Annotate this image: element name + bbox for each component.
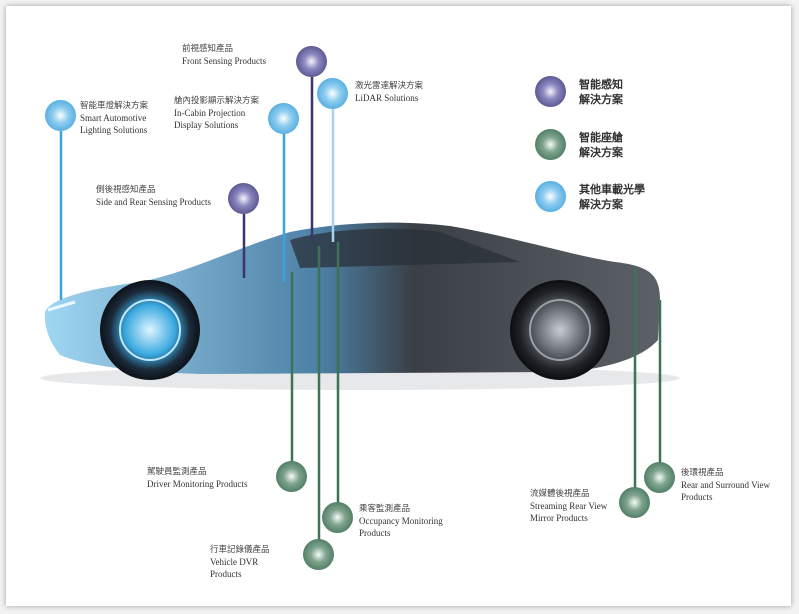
legend-other-optics: 其他車載光學 解決方案 <box>579 182 645 212</box>
label-en-2: Products <box>359 528 391 538</box>
label-en: Occupancy Monitoring <box>359 516 443 526</box>
streaming-node[interactable] <box>619 487 650 518</box>
legend-text: 智能座艙 <box>579 131 623 144</box>
rear-surround-node[interactable] <box>644 462 675 493</box>
legend-swatch-perception <box>535 76 566 107</box>
label-zh: 駕駛員監測產品 <box>147 467 207 477</box>
dvr-node[interactable] <box>303 539 334 570</box>
in-cabin-label: 艙內投影顯示解決方案 In-Cabin Projection Display S… <box>174 95 259 131</box>
legend-text: 解決方案 <box>579 93 623 106</box>
legend-cockpit: 智能座艙 解決方案 <box>579 130 623 160</box>
label-zh: 智能車燈解決方案 <box>80 101 149 111</box>
label-en: Side and Rear Sensing Products <box>96 197 211 207</box>
label-en-2: Display Solutions <box>174 120 239 130</box>
driver-monitoring-label: 駕駛員監測產品 Driver Monitoring Products <box>147 466 248 490</box>
car-window <box>290 228 520 268</box>
label-en: In-Cabin Projection <box>174 108 246 118</box>
side-rear-label: 側後視感知產品 Side and Rear Sensing Products <box>96 184 211 208</box>
label-en-2: Mirror Products <box>530 513 588 523</box>
legend-text: 解決方案 <box>579 198 623 211</box>
smart-lighting-label: 智能車燈解決方案 Smart Automotive Lighting Solut… <box>80 100 148 136</box>
label-en-2: Lighting Solutions <box>80 125 148 135</box>
label-en-2: Products <box>681 492 713 502</box>
front-sensing-node[interactable] <box>296 46 327 77</box>
label-zh: 後環視產品 <box>681 468 724 478</box>
label-zh: 艙內投影顯示解決方案 <box>174 96 260 106</box>
label-zh: 前視感知產品 <box>182 44 234 54</box>
label-zh: 乘客監測產品 <box>359 504 411 514</box>
occupancy-node[interactable] <box>322 502 353 533</box>
legend-swatch-other-optics <box>535 181 566 212</box>
rear-surround-label: 後環視產品 Rear and Surround View Products <box>681 467 770 503</box>
streaming-label: 流媒體後視產品 Streaming Rear View Mirror Produ… <box>530 488 607 524</box>
legend-text: 智能感知 <box>579 78 623 91</box>
label-en: Vehicle DVR <box>210 557 259 567</box>
label-zh: 流媒體後視產品 <box>530 489 590 499</box>
label-en: Rear and Surround View <box>681 480 771 490</box>
label-en: Streaming Rear View <box>530 501 608 511</box>
front-sensing-label: 前視感知產品 Front Sensing Products <box>182 43 266 67</box>
dvr-label: 行車記錄儀產品 Vehicle DVR Products <box>210 544 270 580</box>
legend-perception: 智能感知 解決方案 <box>579 77 623 107</box>
legend-swatch-cockpit <box>535 129 566 160</box>
lidar-label: 激光雷達解決方案 LiDAR Solutions <box>355 80 423 104</box>
label-en: LiDAR Solutions <box>355 93 419 103</box>
occupancy-label: 乘客監測產品 Occupancy Monitoring Products <box>359 503 443 539</box>
smart-lighting-node[interactable] <box>45 100 76 131</box>
label-zh: 激光雷達解決方案 <box>355 81 424 91</box>
legend-text: 解決方案 <box>579 146 623 159</box>
side-rear-node[interactable] <box>228 183 259 214</box>
label-zh: 行車記錄儀產品 <box>210 545 270 555</box>
front-wheel <box>100 280 200 380</box>
label-zh: 側後視感知產品 <box>96 185 156 195</box>
label-en-2: Products <box>210 569 242 579</box>
legend-text: 其他車載光學 <box>579 183 645 196</box>
label-en: Driver Monitoring Products <box>147 479 248 489</box>
driver-monitoring-node[interactable] <box>276 461 307 492</box>
rear-wheel <box>510 280 610 380</box>
in-cabin-node[interactable] <box>268 103 299 134</box>
lidar-node[interactable] <box>317 78 348 109</box>
label-en: Smart Automotive <box>80 113 147 123</box>
label-en: Front Sensing Products <box>182 56 267 66</box>
